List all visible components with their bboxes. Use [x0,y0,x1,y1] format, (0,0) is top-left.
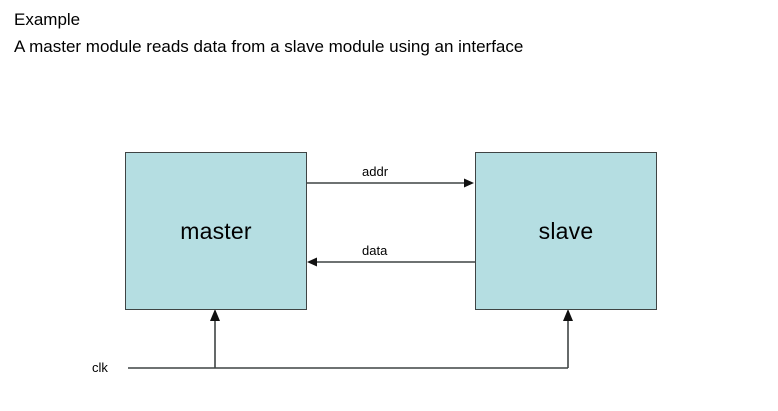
page-title: Example [14,10,81,29]
block-slave-label: slave [538,217,594,244]
block-slave[interactable]: slave [475,152,657,310]
clk-connector [128,309,573,369]
block-master[interactable]: master [125,152,307,310]
block-master-label: master [180,217,252,244]
data-connector [307,257,475,267]
clk-signal-label: clk [92,360,108,375]
page-subtitle: A master module reads data from a slave … [14,37,524,56]
arrowhead-right-icon [464,178,474,188]
arrowhead-up-slave-icon [563,309,573,321]
addr-signal-label: addr [362,164,389,179]
arrowhead-left-icon [307,257,317,267]
slide-heading: Example A master module reads data from … [14,6,774,60]
arrowhead-up-master-icon [210,309,220,321]
addr-connector [307,178,474,188]
data-signal-label: data [362,243,388,258]
